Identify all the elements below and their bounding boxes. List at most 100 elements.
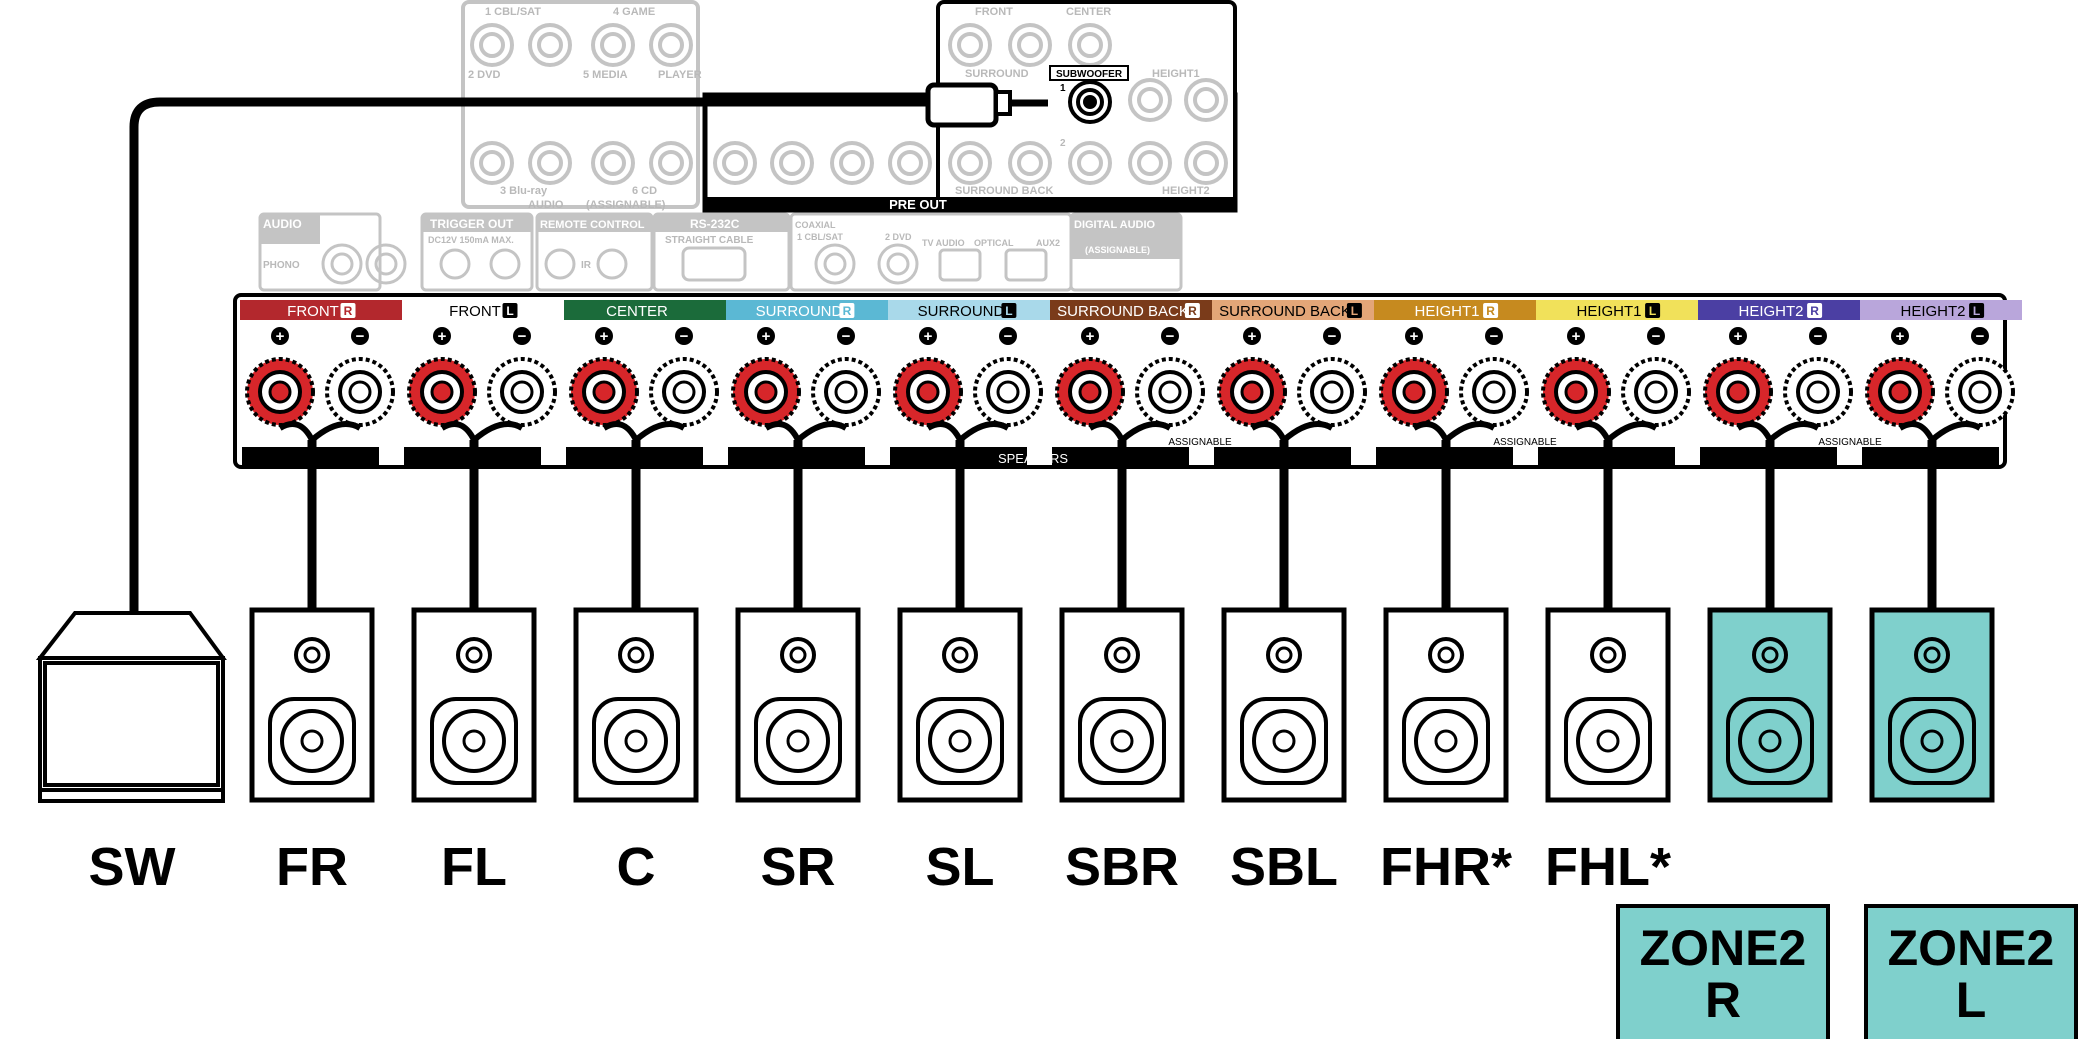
- polarity-marker: [1891, 327, 1909, 345]
- pre-out-panel: PRE OUT SUBWOOFER FRONT CENTER SURROUND: [702, 0, 1238, 213]
- speaker-cabinet: [1383, 607, 1509, 803]
- woofer-center: [1272, 729, 1296, 753]
- woofer-center: [300, 729, 324, 753]
- label-trigger-spec: DC12V 150mA MAX.: [428, 235, 514, 245]
- terminal-band-label: HEIGHT1: [1576, 303, 1641, 320]
- polarity-symbol: −: [518, 328, 527, 345]
- terminal-side-label: R: [344, 304, 353, 318]
- speakers-label: SPEAKERS: [998, 451, 1068, 466]
- zone2-right-line2: R: [1705, 972, 1741, 1028]
- subwoofer-box: [35, 611, 227, 803]
- tweeter: [294, 637, 330, 673]
- lower-jacks: [321, 243, 1048, 285]
- terminal-side-badge: [1001, 303, 1017, 318]
- label-optical: OPTICAL: [974, 238, 1014, 248]
- terminal-band: [240, 300, 402, 320]
- speaker-cabinet: [1869, 607, 1995, 803]
- speaker-cabinet: [249, 607, 375, 803]
- speaker-label-sw: SW: [89, 837, 176, 897]
- polarity-marker: [1405, 327, 1423, 345]
- speaker-label-fl: FL: [441, 837, 507, 897]
- negative-terminal-core: [510, 380, 534, 404]
- label-assignable-top: (ASSIGNABLE): [586, 199, 666, 211]
- zone2-right-box: ZONE2 R: [1616, 904, 1830, 1039]
- terminal-band-label: FRONT: [287, 303, 339, 320]
- rca-plug: [925, 82, 999, 128]
- terminal-band-label: CENTER: [606, 303, 668, 320]
- terminal-side-label: L: [1973, 304, 1980, 318]
- label-coax-dvd: 2 DVD: [885, 232, 912, 242]
- label-dvd: 2 DVD: [468, 69, 500, 81]
- polarity-symbol: −: [1004, 328, 1013, 345]
- label-cbl-sat: 1 CBL/SAT: [485, 6, 541, 18]
- woofer: [1576, 709, 1640, 773]
- polarity-symbol: +: [1572, 328, 1581, 345]
- polarity-symbol: +: [762, 328, 771, 345]
- terminal-band: [1050, 300, 1212, 320]
- negative-terminal-core: [348, 380, 372, 404]
- label-height2: HEIGHT2: [1162, 185, 1210, 197]
- negative-terminal-core: [1320, 380, 1344, 404]
- woofer-center: [1596, 729, 1620, 753]
- label-center: CENTER: [1066, 6, 1111, 18]
- woofer-frame: [916, 697, 1004, 785]
- woofer: [1090, 709, 1154, 773]
- polarity-symbol: +: [600, 328, 609, 345]
- woofer-frame: [430, 697, 518, 785]
- tweeter-center: [1923, 646, 1941, 664]
- tweeter: [1914, 637, 1950, 673]
- label-phono: PHONO: [263, 260, 300, 271]
- terminal-side-badge: [1184, 303, 1200, 318]
- polarity-marker: [595, 327, 613, 345]
- pre-out-label: PRE OUT: [889, 197, 947, 212]
- speaker-cabinet: [1059, 607, 1185, 803]
- positive-terminal-core: [916, 380, 940, 404]
- terminal-side-label: L: [506, 304, 513, 318]
- woofer: [928, 709, 992, 773]
- terminal-side-label: L: [1649, 304, 1656, 318]
- woofer-frame: [1564, 697, 1652, 785]
- speaker-cabinet: [411, 607, 537, 803]
- speaker-label-sbr: SBR: [1065, 837, 1179, 897]
- sub-num-2: 2: [1060, 138, 1066, 149]
- woofer: [766, 709, 830, 773]
- polarity-symbol: −: [1328, 328, 1337, 345]
- positive-terminal-core: [592, 380, 616, 404]
- polarity-marker: [1809, 327, 1827, 345]
- negative-terminal-core: [1482, 380, 1506, 404]
- label-trigger-out: TRIGGER OUT: [430, 217, 514, 231]
- terminal-side-label: L: [1351, 304, 1358, 318]
- speaker-label-sl: SL: [925, 837, 994, 897]
- label-coax-cbl: 1 CBL/SAT: [797, 232, 843, 242]
- terminal-side-badge: [1346, 303, 1362, 318]
- woofer: [1414, 709, 1478, 773]
- subwoofer-jack: [1068, 80, 1112, 124]
- label-remote-control: REMOTE CONTROL: [540, 219, 645, 231]
- speaker-cabinet: [735, 607, 861, 803]
- tweeter: [1104, 637, 1140, 673]
- polarity-symbol: +: [1734, 328, 1743, 345]
- speaker-label-sr: SR: [760, 837, 835, 897]
- label-digital-assignable: (ASSIGNABLE): [1085, 245, 1150, 255]
- label-ir: IR: [581, 260, 592, 271]
- woofer: [280, 709, 344, 773]
- polarity-symbol: +: [1248, 328, 1257, 345]
- zone2-right-line1: ZONE2: [1640, 920, 1807, 976]
- label-bluray: 3 Blu-ray: [500, 185, 548, 197]
- terminal-side-label: R: [1188, 304, 1197, 318]
- label-cd: 6 CD: [632, 185, 657, 197]
- woofer-frame: [592, 697, 680, 785]
- woofer-center: [948, 729, 972, 753]
- woofer-frame: [1240, 697, 1328, 785]
- terminal-side-badge: [1969, 303, 1985, 318]
- assignable-label: ASSIGNABLE: [1168, 437, 1232, 448]
- polarity-symbol: +: [276, 328, 285, 345]
- woofer-frame: [1402, 697, 1490, 785]
- positive-terminal-core: [1078, 380, 1102, 404]
- polarity-symbol: +: [438, 328, 447, 345]
- lower-panel-headers: [260, 214, 1181, 259]
- tweeter-center: [465, 646, 483, 664]
- speaker-cabinet: [1707, 607, 1833, 803]
- speaker-cabinet: [573, 607, 699, 803]
- polarity-symbol: −: [680, 328, 689, 345]
